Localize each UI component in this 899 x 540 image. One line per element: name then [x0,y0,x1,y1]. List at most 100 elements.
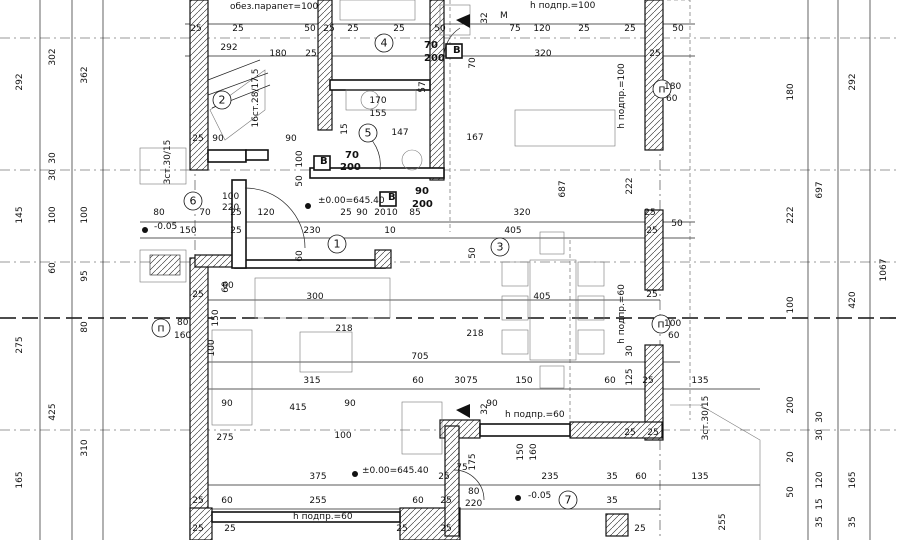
room-number: 1 [334,238,341,251]
dimension-label-vertical: 35 [815,516,825,527]
room-marker: 1 [327,234,347,254]
dimension-label: 60 [635,472,647,482]
dimension-label-vertical: 200 [786,396,796,413]
room-marker: 2 [212,90,232,110]
plan-label: -0.05 [154,222,177,232]
dimension-label: 90 [212,134,224,144]
dimension-label-vertical: 100 [80,206,90,223]
dimension-label-vertical: 60 [48,262,58,274]
plan-label: 100 [664,319,681,329]
room-circle [652,79,672,99]
dimension-label-vertical: 100 [786,296,796,313]
dimension-label: 230 [303,226,320,236]
dimension-label: 375 [309,472,326,482]
dimension-label: 292 [220,43,237,53]
dimension-label-vertical: 420 [848,291,858,308]
dimension-label: 25 [340,208,351,218]
dimension-label: 25 [578,24,589,34]
dimension-label: 25 [192,290,203,300]
room-marker: 7 [558,490,578,510]
dimension-label: 85 [409,208,420,218]
dimension-label: 70 [199,208,211,218]
dimension-label: 147 [391,128,408,138]
plan-label: обез.парапет=100 [230,2,319,12]
dimension-label: 300 [306,292,323,302]
plan-label: M [500,11,508,21]
room-number: 3 [497,241,504,254]
room-circle [151,318,171,338]
plan-label: 60 [666,94,678,104]
dimension-label: 35 [606,496,617,506]
room-number: 7 [565,494,572,507]
dimension-label-vertical: 425 [48,403,58,420]
plan-label: 220 [465,499,482,509]
room-circle [327,234,347,254]
dimension-label: 50 [434,24,446,34]
level-markers [142,203,521,501]
dimension-label: 90 [356,208,368,218]
room-number: 2 [219,94,226,107]
room-marker: 3 [490,237,510,257]
room-circle [183,191,203,211]
dimension-label: 25 [323,24,334,34]
room-marker: 4 [374,33,394,53]
plan-label: 80 [468,487,480,497]
dimension-label-vertical: 222 [625,177,635,194]
dimension-label: 25 [440,496,451,506]
dimension-label: 25 [305,49,316,59]
dimension-label: 25 [624,24,635,34]
room-number: 4 [381,37,388,50]
room-number: п [658,83,665,96]
dimension-label-vertical: 275 [15,336,25,353]
room-marker: п [652,79,672,99]
dimension-label: 100 [334,431,351,441]
dimension-label: 25 [646,290,657,300]
dimension-label: 25 [192,134,203,144]
dimension-label: 25 [232,24,243,34]
dimension-label: 90 [344,399,356,409]
room-marker: 5 [358,123,378,143]
room-circle [212,90,232,110]
dimension-label: 75 [509,24,520,34]
dimension-label-vertical: 255 [718,513,728,530]
plan-label: 90 [415,186,429,197]
plan-label: 220 [222,203,239,213]
dimension-label: 60 [604,376,616,386]
room-marker: п [651,314,671,334]
dimension-label-vertical: 60 [295,250,305,262]
rotated-label: 16ст.28/17.5 [251,68,261,127]
dimension-label-vertical: 50 [786,486,796,498]
dimension-label-vertical: 302 [48,48,58,65]
dimension-label: 50 [672,24,684,34]
dimension-label: 75 [456,463,467,473]
dimension-label-vertical: 180 [786,83,796,100]
dimension-label-vertical: 150 [516,443,526,460]
plan-label: h подпр.=60 [293,512,353,522]
door-tags [313,43,463,207]
dimension-label: 180 [269,49,286,59]
dimension-label: 25 [347,24,358,34]
dimension-label-vertical: 160 [529,443,539,460]
dimension-label: 320 [513,208,530,218]
dimension-label-vertical: 57 [418,81,428,92]
plan-label: B [388,192,396,203]
dimension-label: 235 [541,472,558,482]
dimension-label-vertical: 30 [815,429,825,441]
dimension-label: 90 [486,399,498,409]
dimension-label-vertical: 15 [340,123,350,134]
dimension-label-vertical: 145 [15,206,25,223]
room-circle [558,490,578,510]
dimension-label-vertical: 95 [80,270,90,281]
dimension-label: 218 [466,329,483,339]
plan-label: h подпр.=60 [505,410,565,420]
room-circle [490,237,510,257]
dimension-label: 167 [466,133,483,143]
dimension-label-vertical: 125 [625,368,635,385]
dimension-label-vertical: 292 [848,73,858,90]
plan-label: B [320,156,328,167]
dimension-label: 75 [466,376,477,386]
dimension-label-vertical: 100 [295,150,305,167]
plan-label: 160 [174,331,191,341]
dimension-label-vertical: 30 [48,169,58,181]
